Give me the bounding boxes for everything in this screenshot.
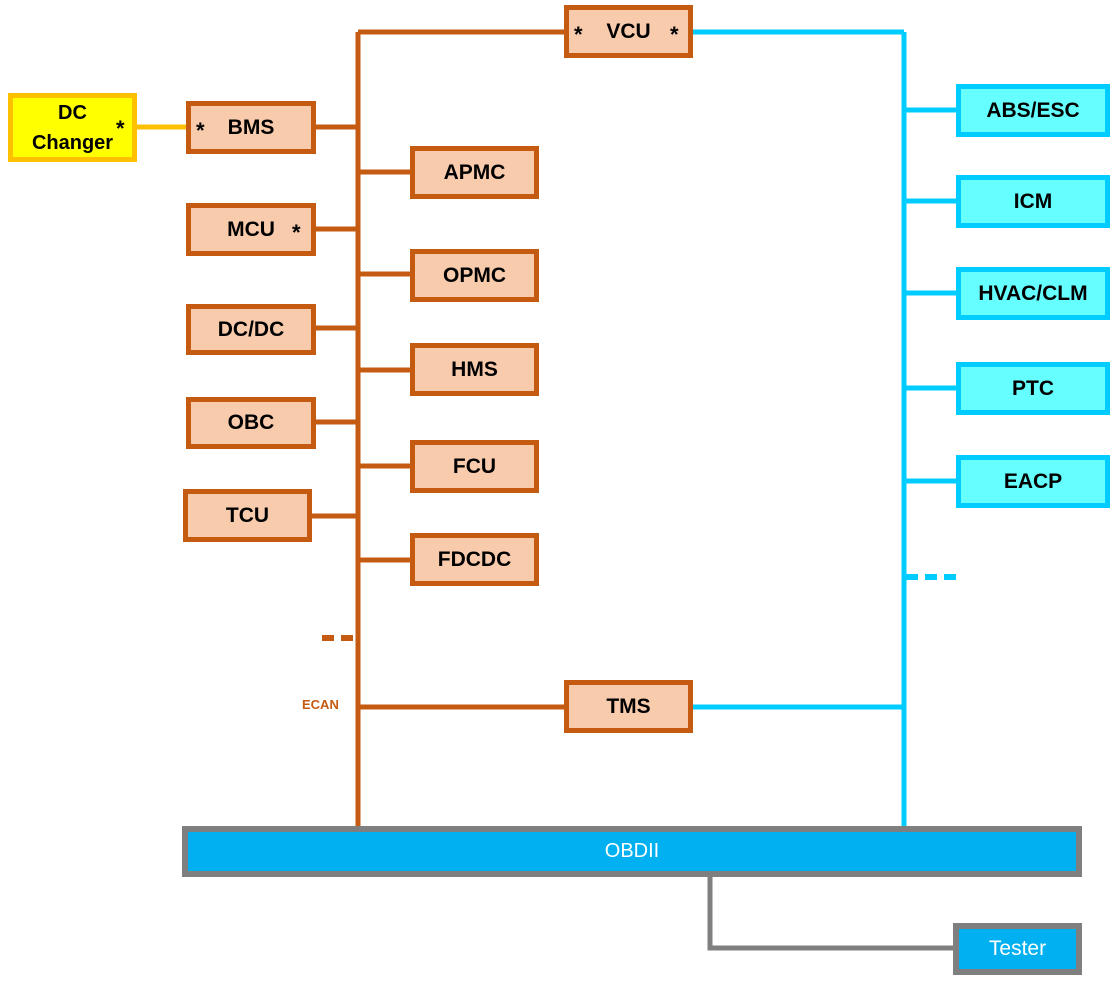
opmc-label: OPMC [443,263,506,287]
vcu-label: VCU [606,19,651,43]
tester-node: Tester [953,923,1082,975]
vcu-marker-right: * [670,22,679,47]
abs-esc-label: ABS/ESC [986,98,1080,122]
vcu-marker-left: * [574,22,583,47]
ptc-label: PTC [1012,376,1054,400]
apmc-label: APMC [443,160,506,184]
tcu-node: TCU [183,489,312,542]
dc-charger-label-line2: Changer [31,131,114,154]
dc-charger-node: DC Changer [8,93,137,162]
mcu-node: MCU [186,203,316,256]
ecan-bus-label: ECAN [302,697,339,712]
bcan-bus [693,29,962,826]
tms-label: TMS [606,694,651,718]
abs-esc-node: ABS/ESC [956,84,1110,137]
bms-node: BMS [186,101,316,154]
tester-link [707,877,953,951]
dc-charger-label-line1: DC [58,101,87,124]
hvac-clm-node: HVAC/CLM [956,267,1110,320]
fcu-label: FCU [452,454,497,478]
dc-charger-marker: * [116,116,125,141]
obc-label: OBC [227,411,275,434]
obc-node: OBC [186,397,316,449]
fcu-node: FCU [410,440,539,493]
apmc-node: APMC [410,146,539,199]
icm-node: ICM [956,175,1110,228]
obdii-bar: OBDII [182,826,1082,877]
dcdc-node: DC/DC [186,304,316,355]
eacp-label: EACP [1003,469,1063,493]
eacp-node: EACP [956,455,1110,508]
vcu-node: VCU [564,5,693,58]
fdcdc-label: FDCDC [437,547,512,571]
icm-label: ICM [1013,189,1053,213]
fdcdc-node: FDCDC [410,533,539,586]
bms-label: BMS [227,115,275,139]
hms-node: HMS [410,343,539,396]
dcdc-label: DC/DC [217,317,285,341]
hms-label: HMS [451,357,498,381]
mcu-marker: * [292,220,301,245]
opmc-node: OPMC [410,249,539,302]
ecan-bus [312,29,564,826]
ptc-node: PTC [956,362,1110,415]
hvac-clm-label: HVAC/CLM [978,281,1088,305]
tcu-label: TCU [225,503,270,527]
tms-node: TMS [564,680,693,733]
tester-label: Tester [988,937,1047,960]
mcu-label: MCU [227,217,275,241]
obdii-label: OBDII [604,840,660,862]
bms-marker: * [196,118,205,143]
